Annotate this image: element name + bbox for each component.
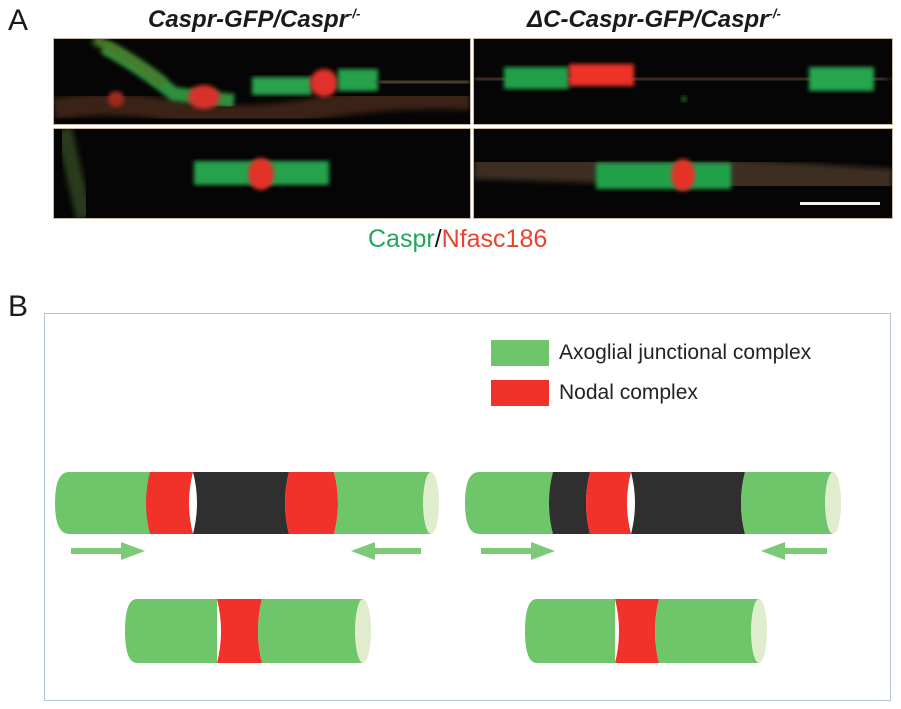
axon-cylinder-left-top (55, 472, 439, 534)
micrograph-bottom-left (53, 128, 471, 219)
micrograph-top-left (53, 38, 471, 125)
micrograph-top-right (473, 38, 893, 125)
panel-a-label: A (8, 4, 29, 37)
arrow-left-right-top (761, 542, 827, 560)
axon-diagram (55, 472, 841, 663)
panel-b-label: B (8, 290, 29, 323)
key-label-junctional: Axoglial junctional complex (559, 341, 812, 364)
arrow-left-left-top (351, 542, 421, 560)
axon-cylinder-right-bottom (525, 599, 767, 663)
key-label-nodal: Nodal complex (559, 381, 698, 404)
axon-cylinder-left-bottom (125, 599, 371, 663)
diagram-panel: Axoglial junctional complex Nodal comple… (44, 313, 891, 701)
arrow-right-right-top (481, 542, 555, 560)
axon-cylinder-right-top (465, 472, 841, 534)
column-title-right: ΔC-Caspr-GFP/Caspr-/- (527, 6, 781, 33)
arrow-right-left-top (71, 542, 145, 560)
stain-legend: Caspr/Nfasc186 (368, 225, 548, 253)
key-swatch-junctional (491, 340, 549, 366)
micrograph-bottom-right (473, 128, 893, 219)
column-title-left: Caspr-GFP/Caspr-/- (148, 6, 361, 33)
key-swatch-nodal (491, 380, 549, 406)
